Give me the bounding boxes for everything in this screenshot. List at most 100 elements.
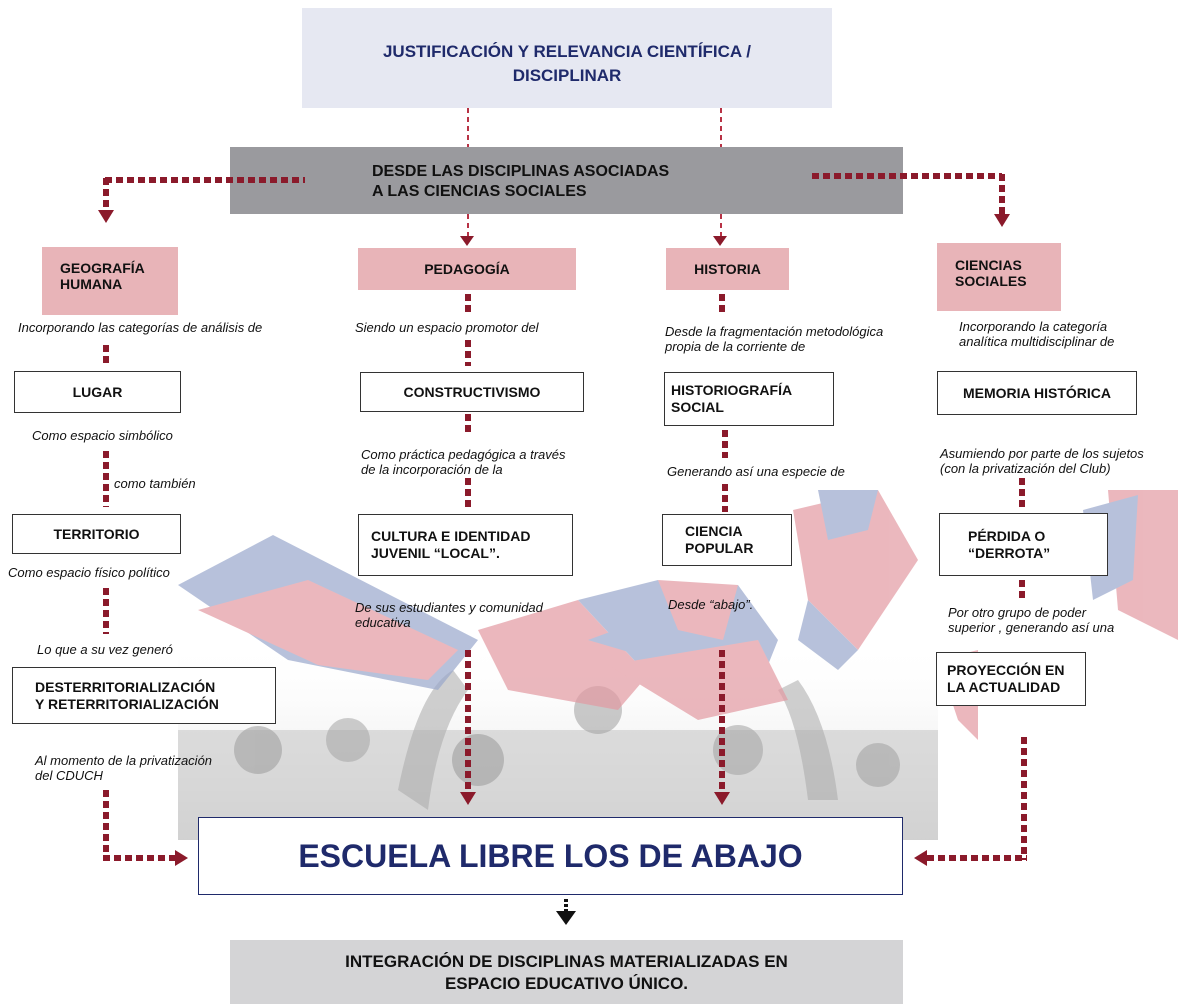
root-box <box>230 147 903 214</box>
historia-note1: Desde la fragmentación metodológica prop… <box>665 324 883 354</box>
pedagogia-note3-line1: De sus estudiantes y comunidad <box>355 600 543 615</box>
historia-heading: HISTORIA <box>666 248 789 290</box>
arrow-main-to-footer-stem <box>564 899 568 911</box>
geografia-box3-line1: DESTERRITORIALIZACIÓN <box>35 678 216 695</box>
geografia-connector4-h <box>103 855 175 861</box>
arrow-historia-to-main <box>714 792 730 805</box>
historia-connector0 <box>719 294 725 314</box>
root-line1: DESDE LAS DISCIPLINAS ASOCIADAS <box>372 163 670 180</box>
main-result-text: ESCUELA LIBRE LOS DE ABAJO <box>298 838 803 874</box>
footer-line1: INTEGRACIÓN DE DISCIPLINAS MATERIALIZADA… <box>345 952 788 971</box>
geografia-connector2 <box>103 451 109 507</box>
historia-connector3 <box>719 650 725 792</box>
ciencias-note1-line1: Incorporando la categoría <box>959 319 1108 334</box>
crowd-flags-background <box>178 490 1178 840</box>
ciencias-note3-line2: superior , generando así una <box>948 620 1115 635</box>
connector-root-pedagogia <box>467 214 469 236</box>
ciencias-note2-line2: (con la privatización del Club) <box>940 461 1111 476</box>
arrow-main-to-footer-icon <box>556 911 576 925</box>
historia-note1-line1: Desde la fragmentación metodológica <box>665 324 884 339</box>
geografia-heading: GEOGRAFÍA HUMANA <box>42 247 178 315</box>
ciencias-note3-line1: Por otro grupo de poder <box>948 605 1087 620</box>
historia-box-ciencia-popular: CIENCIA POPULAR <box>662 514 792 566</box>
header-title-line1: JUSTIFICACIÓN Y RELEVANCIA CIENTÍFICA / <box>382 42 752 61</box>
historia-box2-line1: CIENCIA <box>685 523 743 539</box>
ciencias-note2: Asumiendo por parte de los sujetos (con … <box>940 446 1144 476</box>
geografia-connector3 <box>103 588 109 634</box>
pedagogia-note2-line1: Como práctica pedagógica a través <box>361 447 566 462</box>
arrow-ciencias-to-main <box>914 850 927 866</box>
ciencias-connector2 <box>1019 580 1025 598</box>
historia-box1-line1: HISTORIOGRAFÍA <box>671 382 793 398</box>
ciencias-box-perdida: PÉRDIDA O “DERROTA” <box>939 513 1108 576</box>
historia-connector1 <box>722 430 728 458</box>
connector-header-root-right <box>720 108 722 148</box>
pedagogia-connector3 <box>465 478 471 510</box>
arrow-to-historia <box>713 236 727 246</box>
pedagogia-note1: Siendo un espacio promotor del <box>355 320 539 335</box>
pedagogia-box-cultura: CULTURA E IDENTIDAD JUVENIL “LOCAL”. <box>358 514 573 576</box>
geografia-connector1 <box>103 345 109 367</box>
header-title-line2: DISCIPLINAR <box>512 66 622 85</box>
historia-box-historiografia: HISTORIOGRAFÍA SOCIAL <box>664 372 834 426</box>
geografia-heading-line1: GEOGRAFÍA <box>60 260 145 276</box>
geografia-note3: como también <box>114 476 196 491</box>
ciencias-note2-line1: Asumiendo por parte de los sujetos <box>940 446 1144 461</box>
ciencias-box3-line2: LA ACTUALIDAD <box>947 679 1061 695</box>
connector-root-left-h <box>105 177 305 183</box>
pedagogia-note2: Como práctica pedagógica a través de la … <box>361 447 566 477</box>
ciencias-connector3-h <box>927 855 1027 861</box>
geografia-note5: Lo que a su vez generó <box>37 642 173 657</box>
connector-root-right-h <box>812 173 1002 179</box>
geografia-box3-line2: Y RETERRITORIALIZACIÓN <box>35 695 219 712</box>
pedagogia-connector4 <box>465 650 471 792</box>
footer-line2: ESPACIO EDUCATIVO ÚNICO. <box>444 974 689 993</box>
historia-connector2 <box>722 484 728 512</box>
connector-root-historia <box>720 214 722 236</box>
pedagogia-box2-line2: JUVENIL “LOCAL”. <box>371 545 500 561</box>
geografia-box-desterritorializacion: DESTERRITORIALIZACIÓN Y RETERRITORIALIZA… <box>12 667 276 724</box>
arrow-geografia-to-main <box>175 850 188 866</box>
ciencias-heading: CIENCIAS SOCIALES <box>937 243 1061 311</box>
ciencias-note3: Por otro grupo de poder superior , gener… <box>948 605 1114 635</box>
ciencias-box2-line2: “DERROTA” <box>968 544 1051 561</box>
pedagogia-box2-line1: CULTURA E IDENTIDAD <box>371 528 531 544</box>
pedagogia-connector1 <box>465 340 471 366</box>
arrow-to-geografia <box>98 210 114 223</box>
historia-box2-line2: POPULAR <box>685 540 754 556</box>
historia-note3: Desde “abajo”. <box>668 597 754 612</box>
pedagogia-note3-line2: educativa <box>355 615 411 630</box>
footer-text: INTEGRACIÓN DE DISCIPLINAS MATERIALIZADA… <box>230 951 903 995</box>
root-line2: A LAS CIENCIAS SOCIALES <box>372 183 587 200</box>
pedagogia-note3: De sus estudiantes y comunidad educativa <box>355 600 543 630</box>
header-box <box>302 8 832 108</box>
main-result-box: ESCUELA LIBRE LOS DE ABAJO <box>198 817 903 895</box>
arrow-to-pedagogia <box>460 236 474 246</box>
geografia-note6-line1: Al momento de la privatización <box>35 753 213 768</box>
geografia-note6: Al momento de la privatización del CDUCH <box>35 753 212 783</box>
arrow-to-ciencias <box>994 214 1010 227</box>
ciencias-heading-line2: SOCIALES <box>955 273 1027 289</box>
connector-root-right-v <box>999 174 1005 214</box>
ciencias-note1: Incorporando la categoría analítica mult… <box>959 319 1114 349</box>
ciencias-heading-line1: CIENCIAS <box>955 257 1022 273</box>
ciencias-box2-line1: PÉRDIDA O <box>968 527 1046 544</box>
arrow-pedagogia-to-main <box>460 792 476 805</box>
historia-box1-line2: SOCIAL <box>671 399 724 415</box>
pedagogia-connector0 <box>465 294 471 312</box>
geografia-heading-line2: HUMANA <box>60 276 123 292</box>
pedagogia-connector2 <box>465 414 471 436</box>
ciencias-box-proyeccion: PROYECCIÓN EN LA ACTUALIDAD <box>936 652 1086 706</box>
geografia-note1: Incorporando las categorías de análisis … <box>18 320 263 335</box>
root-text: DESDE LAS DISCIPLINAS ASOCIADAS A LAS CI… <box>372 162 669 202</box>
geografia-note4: Como espacio físico político <box>8 565 170 580</box>
connector-root-left-v <box>103 178 109 210</box>
geografia-note2: Como espacio simbólico <box>32 428 173 443</box>
historia-note2: Generando así una especie de <box>667 464 845 479</box>
pedagogia-note2-line2: de la incorporación de la <box>361 462 503 477</box>
geografia-box-territorio: TERRITORIO <box>12 514 181 554</box>
pedagogia-box-constructivismo: CONSTRUCTIVISMO <box>360 372 584 412</box>
footer-box <box>230 940 903 1004</box>
ciencias-note1-line2: analítica multidisciplinar de <box>959 334 1115 349</box>
ciencias-box3-line1: PROYECCIÓN EN <box>947 662 1065 678</box>
